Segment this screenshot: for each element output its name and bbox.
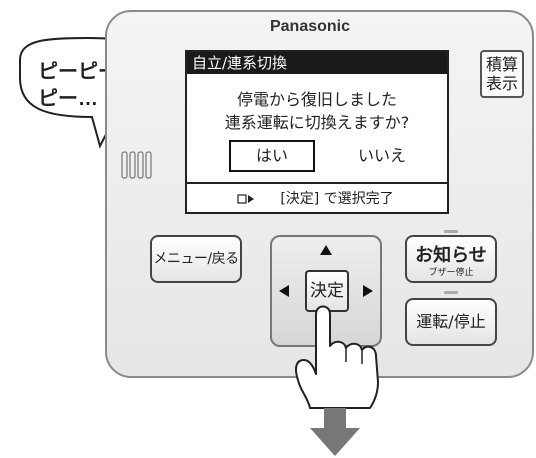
summary-label-2: 表示 [485, 74, 518, 93]
notify-buzzer-button[interactable]: お知らせ ブザー停止 [405, 230, 497, 283]
left-arrow-icon [279, 285, 289, 297]
up-arrow-icon [320, 245, 332, 255]
hint-text: [決定] で選択完了 [280, 191, 394, 207]
screen-title: 自立/連系切換 [187, 52, 447, 74]
bubble-line-2: ピー… [38, 88, 98, 110]
run-stop-button[interactable]: 運転/停止 [405, 298, 497, 346]
down-arrow-icon [310, 408, 360, 456]
option-yes[interactable]: はい [229, 140, 315, 172]
buzzer-stop-label: ブザー停止 [428, 268, 474, 278]
message-line-1: 停電から復旧しました [236, 90, 397, 109]
speaker-grille-icon [121, 151, 152, 179]
option-no[interactable]: いいえ [357, 146, 406, 165]
indicator-led [444, 230, 458, 233]
summary-display-button[interactable]: 積算 表示 [480, 50, 524, 98]
pointing-hand-icon [295, 305, 379, 409]
message-line-2: 連系運転に切換えますか? [224, 113, 410, 132]
dpad-arrows [279, 245, 373, 297]
screen-divider [187, 182, 447, 184]
brand-logo: Panasonic [269, 18, 351, 35]
menu-back-button[interactable]: メニュー/戻る [150, 235, 242, 283]
right-arrow-icon [363, 285, 373, 297]
bubble-line-1: ピーピー [38, 61, 118, 83]
summary-label-1: 積算 [485, 55, 518, 74]
enter-icon [237, 191, 257, 205]
notify-label: お知らせ [415, 245, 487, 266]
run-indicator-led [444, 291, 458, 294]
lcd-screen: 自立/連系切換 停電から復旧しました 連系運転に切換えますか? はい いいえ [… [185, 50, 449, 214]
